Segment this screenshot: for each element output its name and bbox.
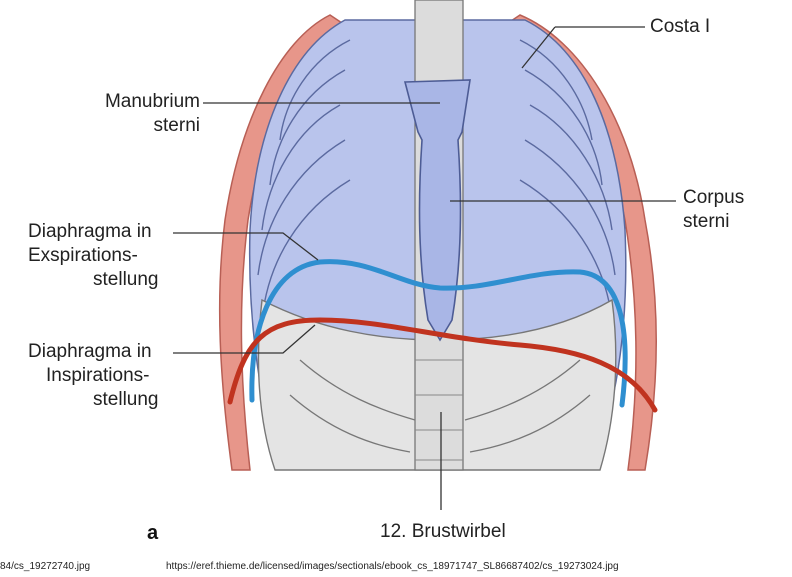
label-insp-line2: Inspirations- [28, 364, 159, 388]
label-brustwirbel: 12. Brustwirbel [380, 520, 506, 544]
label-exsp-line2: Exspirations- [28, 244, 159, 268]
label-costa-i-text: Costa I [650, 15, 710, 39]
label-costa-i: Costa I [650, 15, 710, 39]
source-url-left: 84/cs_19272740.jpg [0, 561, 90, 572]
label-manubrium-line2: sterni [60, 114, 200, 138]
label-manubrium-sterni: Manubrium sterni [60, 90, 200, 138]
label-corpus-line1: Corpus [683, 186, 744, 210]
source-url-right: https://eref.thieme.de/licensed/images/s… [166, 561, 619, 572]
label-diaphragma-inspiration: Diaphragma in Inspirations- stellung [28, 340, 159, 412]
label-diaphragma-exspiration: Diaphragma in Exspirations- stellung [28, 220, 159, 292]
label-exsp-line1: Diaphragma in [28, 220, 159, 244]
label-insp-line3: stellung [28, 388, 159, 412]
label-manubrium-line1: Manubrium [60, 90, 200, 114]
label-corpus-line2: sterni [683, 210, 744, 234]
label-exsp-line3: stellung [28, 268, 159, 292]
label-insp-line1: Diaphragma in [28, 340, 159, 364]
label-brustwirbel-text: 12. Brustwirbel [380, 520, 506, 544]
label-corpus-sterni: Corpus sterni [683, 186, 744, 234]
panel-letter: a [147, 522, 158, 545]
